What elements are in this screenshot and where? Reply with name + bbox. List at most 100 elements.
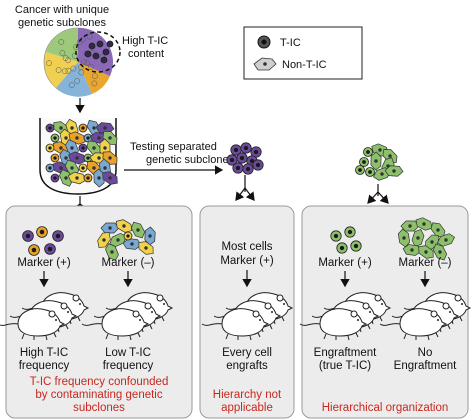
legend-box: T-IC Non-T-IC xyxy=(243,26,363,80)
cell-nucleus xyxy=(108,156,112,160)
cell-nucleus xyxy=(245,166,251,172)
cell-nucleus xyxy=(444,238,448,242)
tumor-cell xyxy=(58,39,65,45)
cell-nucleus xyxy=(81,126,85,130)
cell-nucleus xyxy=(64,176,68,180)
middle-conclusion-line1: Hierarchy not xyxy=(213,389,282,401)
cell-nucleus xyxy=(333,233,339,239)
cell-nucleus xyxy=(47,246,53,252)
right-result-neg-line1: No xyxy=(418,347,433,359)
left-result-neg-line2: frequency xyxy=(103,360,154,372)
middle-header-line1: Most cells xyxy=(221,241,272,253)
cell-nucleus xyxy=(410,248,414,252)
cell-nucleus xyxy=(136,228,140,232)
cell-nucleus xyxy=(97,156,101,160)
left-result-pos-line1: High T-IC xyxy=(20,347,68,359)
cell-nucleus xyxy=(59,126,63,130)
cell-nucleus xyxy=(422,222,426,226)
tumor-cell xyxy=(46,60,52,67)
right-marker-neg-cells xyxy=(397,217,456,261)
cell-nucleus xyxy=(59,166,63,170)
cell-nucleus xyxy=(103,146,107,150)
cell-nucleus xyxy=(368,170,372,174)
tumor-cell xyxy=(70,65,77,72)
left-result-pos-line2: frequency xyxy=(19,360,70,372)
tumor-cell xyxy=(68,82,75,89)
tumor-cell xyxy=(91,80,98,87)
cell-nucleus xyxy=(126,234,130,238)
right-conclusion-line1: Hierarchical organization xyxy=(322,402,449,414)
left-result-neg-line1: Low T-IC xyxy=(105,347,151,359)
arrow-green-right xyxy=(377,191,389,204)
testing-label-line2: genetic subclones xyxy=(146,154,235,166)
panel-left xyxy=(5,205,193,419)
cell-nucleus xyxy=(53,136,57,140)
heterogeneous-tumor xyxy=(43,27,121,97)
cell-nucleus xyxy=(102,238,106,242)
tumor-cell xyxy=(62,55,69,61)
left-marker-pos-label: Marker (+) xyxy=(17,257,71,269)
cell-nucleus xyxy=(64,136,68,140)
tumor-cell xyxy=(84,60,90,67)
cell-nucleus xyxy=(53,176,57,180)
tumor-title-line2: genetic subclones xyxy=(18,17,107,29)
tumor-cell xyxy=(65,67,72,74)
left-conclusion-line3: subclones xyxy=(73,402,125,414)
cell-nucleus xyxy=(64,156,68,160)
left-conclusion-line2: by contaminating genetic xyxy=(35,389,162,401)
cell-nucleus xyxy=(374,159,378,163)
left-marker-neg-label: Marker (–) xyxy=(101,257,154,269)
tumor-cell xyxy=(81,59,87,65)
cell-nucleus xyxy=(255,162,261,168)
cell-nucleus xyxy=(103,166,107,170)
right-marker-pos-label: Marker (+) xyxy=(318,257,372,269)
right-marker-neg-label: Marker (–) xyxy=(398,257,451,269)
cell-nucleus xyxy=(249,158,255,164)
purple-clone-cluster xyxy=(226,142,264,175)
right-result-pos-line2: (true T-IC) xyxy=(319,360,371,372)
cell-nucleus xyxy=(243,145,249,151)
cell-nucleus xyxy=(59,146,63,150)
cell-nucleus xyxy=(70,126,74,130)
cell-nucleus xyxy=(148,234,152,238)
tumor-title-line1: Cancer with unique xyxy=(15,4,109,16)
cell-nucleus xyxy=(436,228,440,232)
middle-header-line2: Marker (+) xyxy=(220,255,274,267)
cell-nucleus xyxy=(104,50,108,54)
cell-nucleus xyxy=(353,243,359,249)
tumor-cell xyxy=(74,78,80,84)
cell-nucleus xyxy=(438,250,442,254)
sorting-tube xyxy=(39,118,118,195)
left-marker-pos-cells xyxy=(22,226,64,256)
cell-nucleus xyxy=(116,238,120,242)
cell-nucleus xyxy=(362,160,366,164)
cell-nucleus xyxy=(86,176,90,180)
cell-nucleus xyxy=(402,236,406,240)
cell-nucleus xyxy=(81,166,85,170)
arrow-purple-right xyxy=(244,187,255,201)
right-marker-pos-cells xyxy=(330,226,362,254)
cell-nucleus xyxy=(380,172,384,176)
cell-nucleus xyxy=(90,44,94,48)
middle-result-line2: engrafts xyxy=(226,360,268,372)
cell-nucleus xyxy=(31,247,37,253)
cell-nucleus xyxy=(75,136,79,140)
arrow-purple-left xyxy=(235,187,246,201)
cell-nucleus xyxy=(86,156,90,160)
high-tic-label-line1: High T-IC xyxy=(122,35,168,47)
cell-nucleus xyxy=(347,229,353,235)
right-result-pos-line1: Engraftment xyxy=(314,347,377,359)
cell-nucleus xyxy=(86,136,90,140)
cell-nucleus xyxy=(108,42,112,46)
cell-nucleus xyxy=(378,148,382,152)
tumor-cell xyxy=(71,52,78,59)
cell-nucleus xyxy=(48,166,52,170)
tumor-cell xyxy=(62,68,68,74)
cell-nucleus xyxy=(108,176,112,180)
tumor-cell xyxy=(55,67,62,73)
cell-nucleus xyxy=(366,150,370,154)
cell-nucleus xyxy=(130,242,134,246)
right-result-neg-line2: Engraftment xyxy=(394,360,457,372)
cell-nucleus xyxy=(81,146,85,150)
